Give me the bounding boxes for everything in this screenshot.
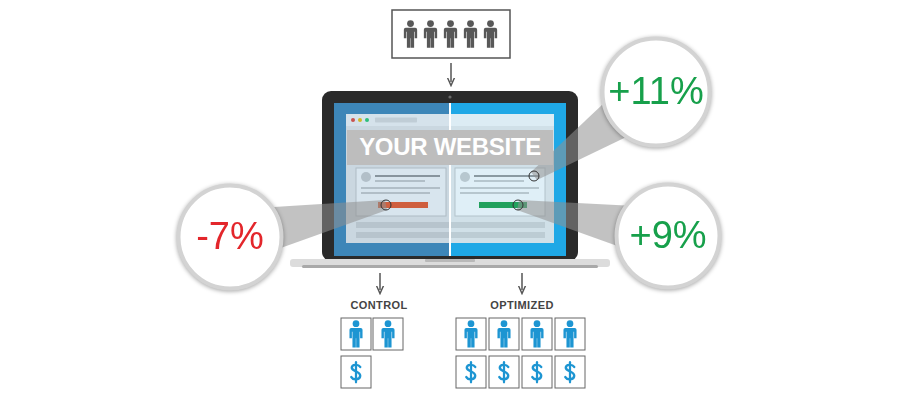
- magnifier-mark: [529, 171, 539, 181]
- split-line: [449, 103, 451, 256]
- magnifier-mark: [381, 200, 391, 210]
- optimized-screen: [450, 103, 566, 256]
- control-screen: [334, 103, 450, 256]
- result-tile: [456, 356, 486, 388]
- control-results: [341, 318, 403, 388]
- node-text: YOUR WEBSITE: [359, 134, 541, 160]
- result-tile: [456, 318, 486, 350]
- callout-circle: [179, 186, 282, 289]
- callout-circle: [617, 185, 720, 288]
- result-tile: [522, 318, 552, 350]
- visitor-group: [392, 10, 510, 58]
- visitor-icon: [381, 320, 394, 347]
- result-tile: [341, 356, 371, 388]
- website-banner: YOUR WEBSITE: [347, 130, 553, 165]
- visitor-icon: [530, 320, 543, 347]
- flow-arrow: [521, 273, 523, 290]
- node-text: +9%: [629, 215, 706, 257]
- laptop-base-shadow: [302, 265, 598, 268]
- laptop-camera: [448, 95, 451, 98]
- visitor-icon: [484, 20, 497, 48]
- laptop-notch: [425, 259, 475, 262]
- group-label: CONTROL: [350, 299, 407, 311]
- laptop-base: [290, 259, 610, 267]
- node-text: -7%: [196, 216, 264, 258]
- result-tile: [373, 318, 403, 350]
- uplift-callout: +11%: [600, 36, 712, 148]
- visitor-icon: [424, 20, 437, 48]
- result-tile: [489, 318, 519, 350]
- result-tile: [555, 318, 585, 350]
- result-tile: [555, 356, 585, 388]
- visitor-icon: [444, 20, 457, 48]
- flow-arrow: [379, 273, 381, 290]
- result-tile: [522, 356, 552, 388]
- visitor-frame: [392, 10, 510, 58]
- visitor-icon: [404, 20, 417, 48]
- dollar-icon: [351, 362, 360, 382]
- flow-arrow: [450, 63, 452, 82]
- callout-circle: [603, 39, 710, 146]
- visitor-icon: [464, 20, 477, 48]
- node-text: +11%: [608, 71, 703, 113]
- drop-callout: -7%: [176, 183, 284, 291]
- result-tile: [341, 318, 371, 350]
- result-tile: [489, 356, 519, 388]
- uplift-callout: +9%: [614, 182, 722, 290]
- group-label: OPTIMIZED: [490, 299, 554, 311]
- dollar-icon: [532, 362, 541, 382]
- magnifier-mark: [513, 200, 523, 210]
- laptop: [290, 91, 610, 268]
- visitor-icon: [563, 320, 576, 347]
- visitor-icon: [497, 320, 510, 347]
- visitor-icon: [349, 320, 362, 347]
- dollar-icon: [499, 362, 508, 382]
- optimized-results: [456, 318, 585, 388]
- dollar-icon: [466, 362, 475, 382]
- dollar-icon: [565, 362, 574, 382]
- visitor-icon: [464, 320, 477, 347]
